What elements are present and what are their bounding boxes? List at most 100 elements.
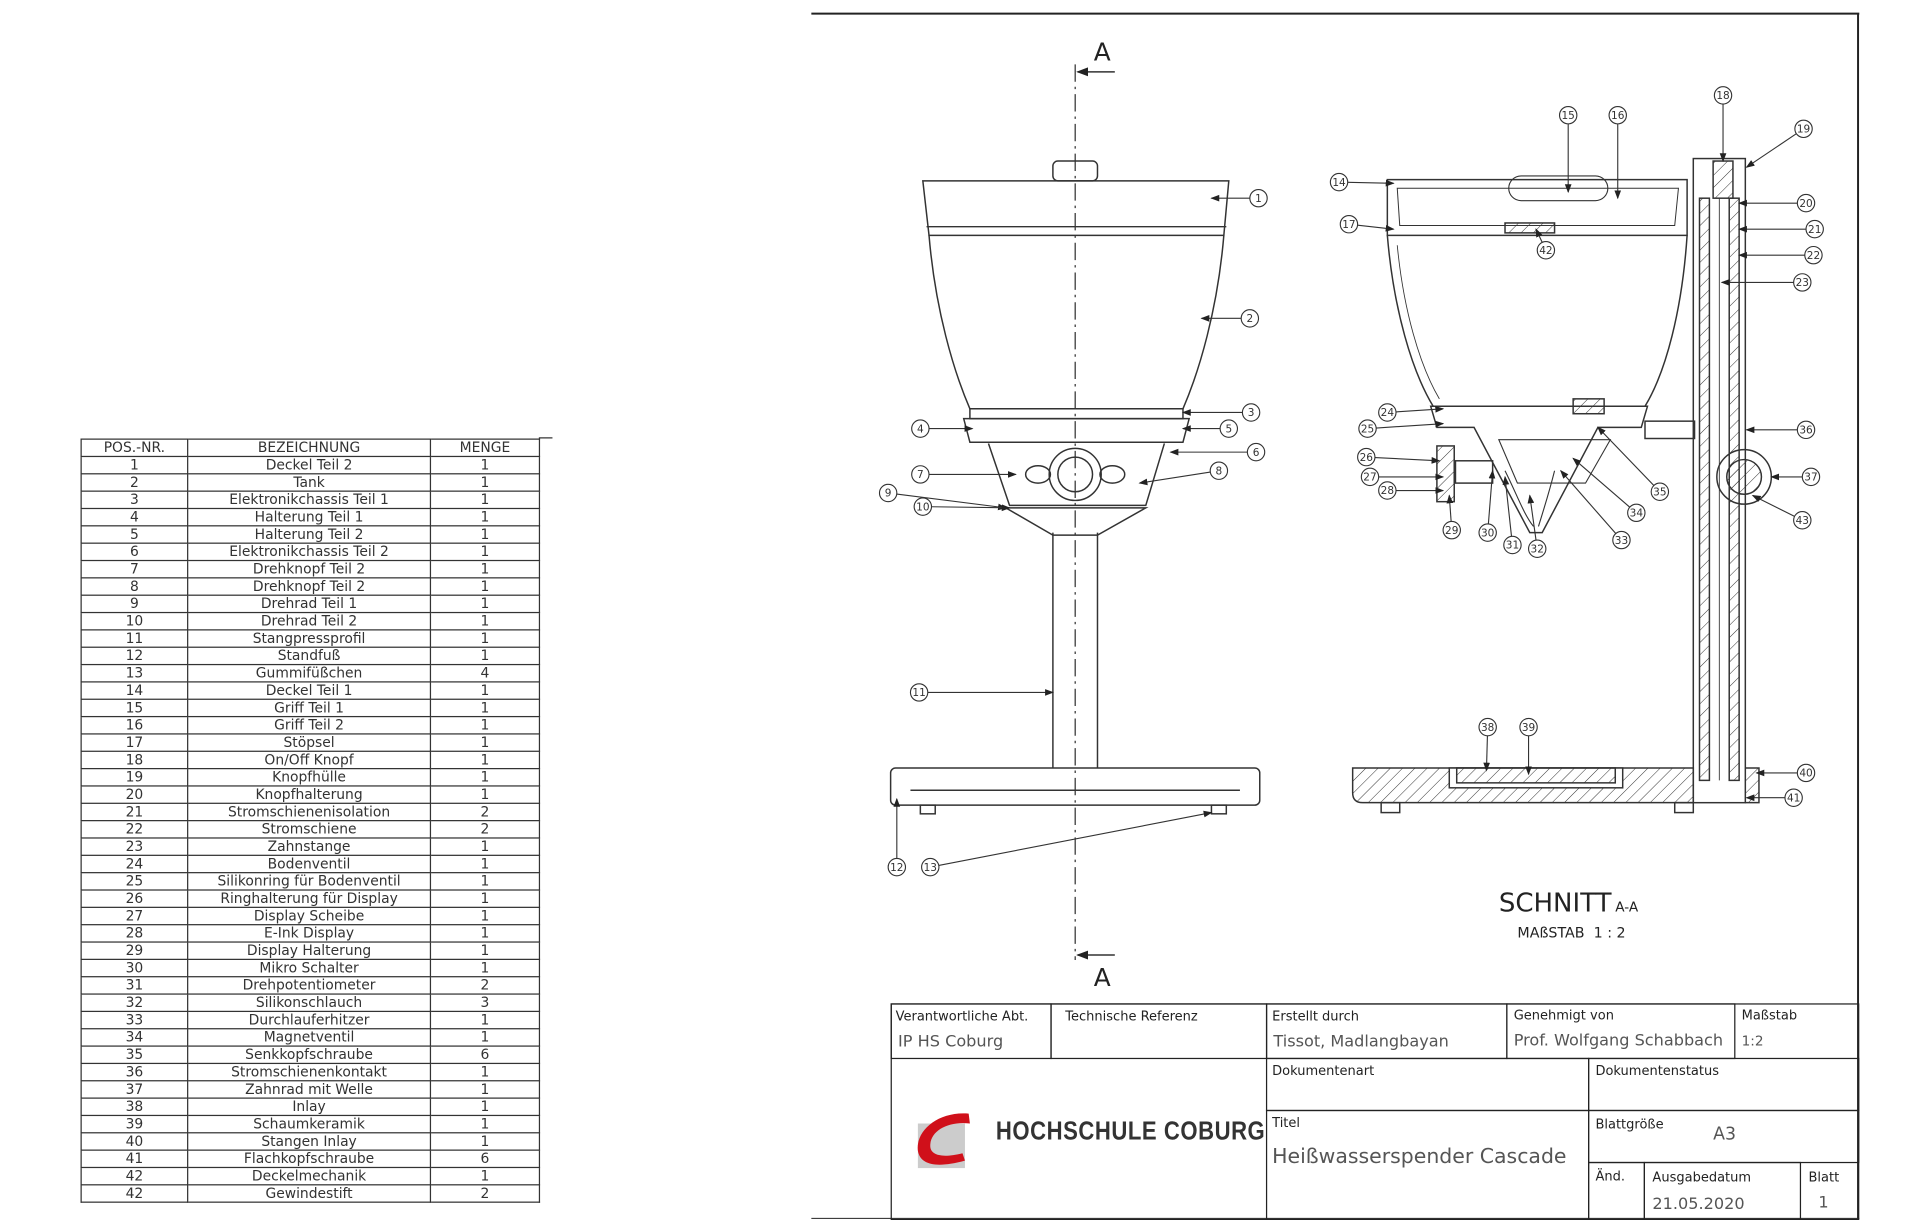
menge-cell: 1	[429, 767, 541, 787]
menge-cell: 2	[429, 976, 541, 995]
bezeichnung-cell: On/Off Knopf	[187, 750, 432, 770]
bezeichnung-cell: Drehrad Teil 1	[187, 594, 432, 614]
hochschule-coburg-logo	[913, 1109, 975, 1171]
menge-cell: 1	[429, 1132, 541, 1151]
callout-balloon: 14	[1329, 172, 1395, 192]
callout-number: 38	[1481, 722, 1494, 734]
menge-cell: 1	[429, 473, 541, 492]
bezeichnung-cell: Deckel Teil 1	[187, 681, 432, 700]
menge-cell: 1	[429, 629, 541, 648]
callout-number: 15	[1561, 110, 1574, 122]
callout-balloon: 43	[1751, 494, 1812, 530]
callout-number: 14	[1332, 177, 1346, 189]
title-label: Titel	[1272, 1116, 1301, 1131]
callout-circle	[1478, 523, 1497, 542]
callout-circle	[887, 857, 907, 877]
bezeichnung-cell: Stöpsel	[187, 733, 432, 752]
leader-line	[931, 504, 1011, 512]
menge-cell: 1	[429, 577, 541, 596]
menge-cell: 1	[429, 785, 541, 804]
approved-label: Genehmigt von	[1513, 1008, 1614, 1024]
callout-number: 6	[1253, 447, 1260, 459]
dept-label: Verantwortliche Abt.	[895, 1009, 1029, 1025]
bezeichnung-cell: Knopfhülle	[187, 767, 432, 787]
leader-line	[1751, 494, 1795, 517]
callout-number: 2	[1246, 313, 1253, 325]
header-menge: MENGE	[429, 438, 541, 458]
callout-number: 25	[1361, 423, 1374, 435]
pos-nr-cell: 9	[80, 594, 189, 614]
callout-circle	[1357, 447, 1376, 467]
callout-number: 16	[1611, 110, 1625, 122]
callout-circle	[1240, 309, 1260, 328]
callout-balloon: 21	[1738, 219, 1824, 239]
leader-line	[1560, 469, 1617, 534]
callout-number: 21	[1808, 224, 1821, 236]
bezeichnung-cell: Stromschienenisolation	[187, 802, 432, 822]
callout-circle	[1246, 442, 1266, 462]
doc-status-label: Dokumentenstatus	[1595, 1064, 1720, 1079]
bezeichnung-cell: Stangen Inlay	[187, 1132, 432, 1151]
bezeichnung-cell: Ringhalterung für Display	[187, 889, 432, 908]
scale-label: Maßstab	[1741, 1008, 1798, 1024]
callout-balloon: 28	[1378, 481, 1445, 500]
pos-nr-cell: 6	[80, 542, 189, 562]
callout-number: 33	[1615, 535, 1628, 547]
callout-circle	[1503, 535, 1522, 555]
callout-number: 23	[1796, 277, 1809, 289]
callout-balloon: 12	[887, 797, 907, 877]
sheet-size-value: A3	[1713, 1124, 1737, 1145]
callout-circle	[1378, 403, 1397, 422]
callout-circle	[1796, 763, 1816, 783]
callout-balloon: 23	[1720, 273, 1812, 292]
callout-circle	[1358, 419, 1377, 438]
callout-number: 43	[1796, 515, 1809, 527]
pos-nr-cell: 34	[80, 1028, 189, 1047]
callout-number: 41	[1787, 792, 1800, 804]
callout-circle	[1241, 403, 1261, 422]
menge-cell: 1	[429, 750, 541, 770]
callout-circle	[878, 483, 898, 503]
pos-nr-cell: 40	[80, 1132, 189, 1151]
pos-nr-cell: 25	[80, 872, 189, 891]
leader-line	[1483, 735, 1491, 772]
callout-circle	[1793, 511, 1812, 530]
callout-balloon: 3	[1181, 403, 1261, 422]
menge-cell: 1	[429, 611, 541, 631]
callout-circle	[1801, 467, 1821, 487]
callout-number: 8	[1216, 465, 1223, 477]
menge-cell: 1	[429, 924, 541, 943]
callout-number: 32	[1531, 543, 1544, 555]
created-label: Erstellt durch	[1272, 1009, 1360, 1025]
callout-balloon: 13	[921, 810, 1213, 877]
callout-balloon: 35	[1597, 426, 1670, 501]
pos-nr-cell: 19	[80, 767, 189, 787]
callout-number: 10	[916, 501, 929, 513]
pos-nr-cell: 30	[80, 958, 189, 978]
callout-balloon: 17	[1339, 214, 1395, 234]
callout-circle	[1650, 482, 1670, 501]
callout-number: 36	[1799, 425, 1813, 437]
pos-nr-cell: 8	[80, 577, 189, 596]
bezeichnung-cell: Zahnrad mit Welle	[187, 1080, 432, 1099]
bezeichnung-cell: Display Scheibe	[187, 906, 432, 926]
callout-balloon: 40	[1755, 763, 1816, 783]
bezeichnung-cell: Zahnstange	[187, 837, 432, 856]
bezeichnung-cell: Mikro Schalter	[187, 958, 432, 978]
callout-balloon: 7	[911, 465, 1017, 484]
